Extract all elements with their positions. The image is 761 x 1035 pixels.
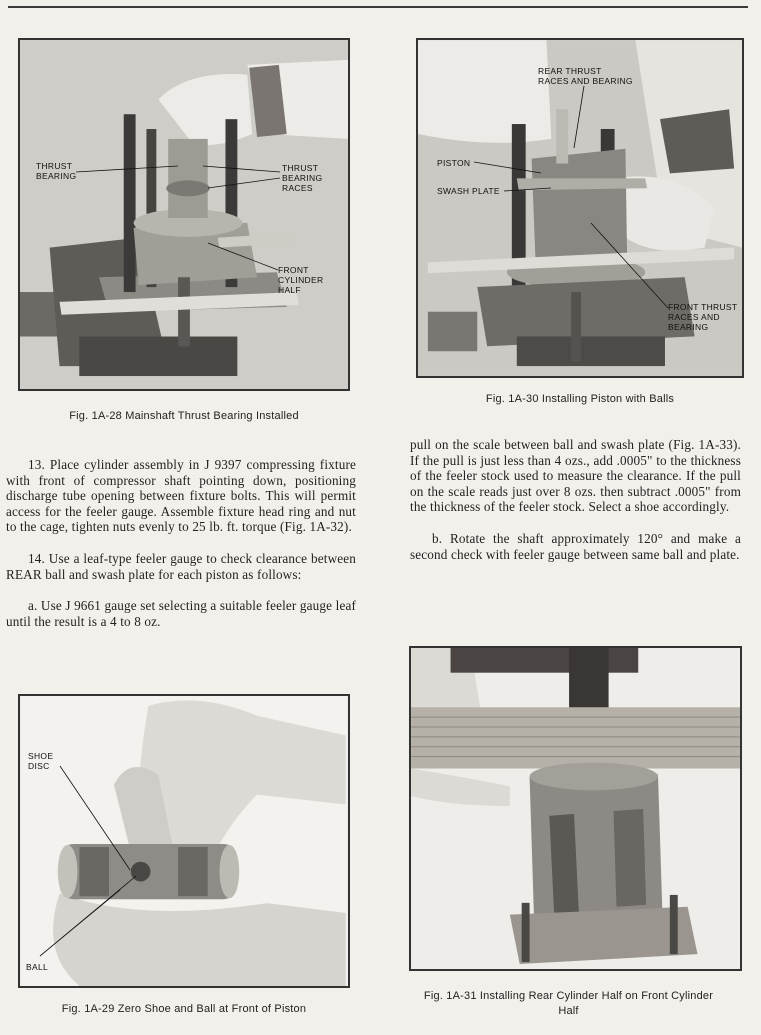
fig-28-callout-front-cylinder-half: FRONT CYLINDER HALF xyxy=(278,265,324,295)
fig-30-callout-rear-thrust: REAR THRUST RACES AND BEARING xyxy=(538,66,633,86)
fig-31-caption: Fig. 1A-31 Installing Rear Cylinder Half… xyxy=(423,990,714,1017)
step-14a-continued-paragraph: pull on the scale between ball and swash… xyxy=(410,437,741,515)
fig-30-caption: Fig. 1A-30 Installing Piston with Balls xyxy=(485,393,675,405)
fig-28-callout-thrust-bearing: THRUST BEARING xyxy=(36,161,77,181)
fig-30-callout-front-thrust: FRONT THRUST RACES AND BEARING xyxy=(668,302,738,332)
fig-29-callout-ball: BALL xyxy=(26,962,48,972)
fig-28-image xyxy=(20,40,348,389)
fig-29-callout-shoe-disc: SHOE DISC xyxy=(28,751,54,771)
right-column-text: pull on the scale between ball and swash… xyxy=(410,437,741,562)
fig-30-callout-piston: PISTON xyxy=(437,158,471,168)
fig-28-photo xyxy=(18,38,350,391)
fig-29-caption: Fig. 1A-29 Zero Shoe and Ball at Front o… xyxy=(61,1003,307,1015)
left-column-text: 13. Place cylinder assembly in J 9397 co… xyxy=(6,457,356,629)
fig-28-callout-thrust-bearing-races: THRUST BEARING RACES xyxy=(282,163,323,193)
fig-30-image xyxy=(418,40,742,376)
step-14-paragraph: 14. Use a leaf-type feeler gauge to chec… xyxy=(6,550,356,582)
fig-29-image xyxy=(20,696,348,986)
step-14a-paragraph: a. Use J 9661 gauge set selecting a suit… xyxy=(6,598,356,629)
fig-31-image xyxy=(411,648,740,969)
step-14b-paragraph: b. Rotate the shaft approximately 120° a… xyxy=(410,530,741,562)
fig-30-callout-swash-plate: SWASH PLATE xyxy=(437,186,500,196)
fig-31-photo xyxy=(409,646,742,971)
fig-28-caption: Fig. 1A-28 Mainshaft Thrust Bearing Inst… xyxy=(69,410,299,422)
fig-29-photo xyxy=(18,694,350,988)
step-13-paragraph: 13. Place cylinder assembly in J 9397 co… xyxy=(6,457,356,535)
top-rule xyxy=(8,6,748,8)
